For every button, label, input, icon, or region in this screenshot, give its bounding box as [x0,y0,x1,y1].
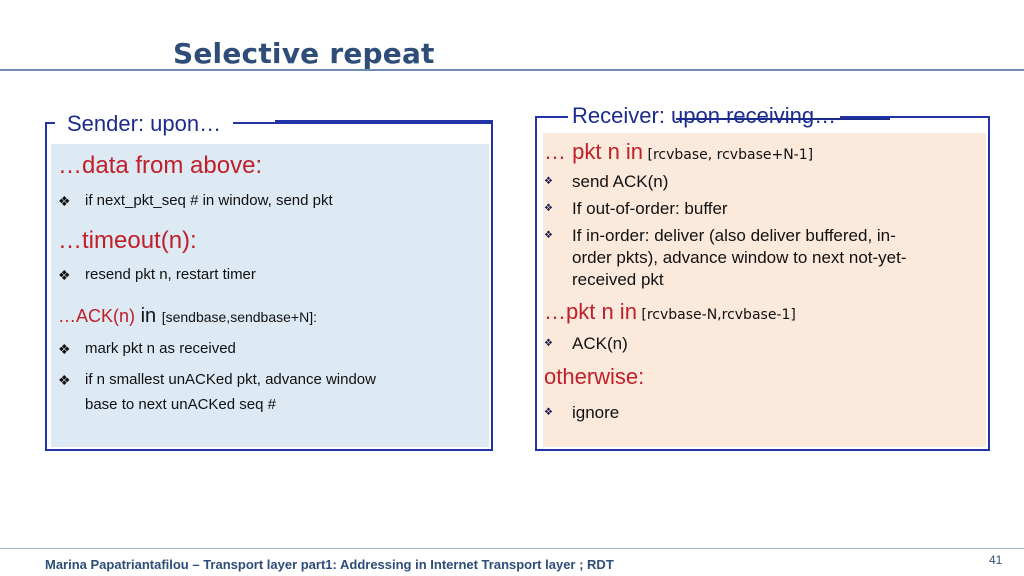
sender-panel [45,122,493,451]
bullet-icon: ❖ [544,338,553,349]
receiver-event-1-bullet-1: send ACK(n) [572,172,669,191]
sender-heading-rule [275,120,493,122]
receiver-event-2-bullet: ACK(n) [572,334,628,353]
bullet-icon: ❖ [544,203,553,214]
receiver-event-3-bullet: ignore [572,403,620,422]
bullet-icon: ❖ [544,230,553,241]
receiver-heading-strikethrough [676,118,890,120]
sender-event-ack: …ACK(n) in [sendbase,sendbase+N]: [58,304,317,329]
footer-text: Marina Papatriantafilou – Transport laye… [45,557,614,572]
receiver-event-3: otherwise: [544,364,645,389]
sender-data-bullet: if next_pkt_seq # in window, send pkt [85,192,333,209]
bullet-icon: ❖ [58,267,71,283]
receiver-event-2-range: [rcvbase-N,rcvbase-1] [641,307,796,323]
bullet-icon: ❖ [544,407,553,418]
receiver-event-1: … pkt n in [rcvbase, rcvbase+N-1] [544,138,813,169]
receiver-panel-fill [543,133,986,447]
receiver-event-1-bullet-2: If out-of-order: buffer [572,199,728,218]
sender-panel-fill [51,144,489,447]
receiver-event-1-bullet-3-line2: order pkts), advance window to next not-… [572,248,907,267]
slide-title: Selective repeat [173,37,435,70]
sender-timeout-bullet: resend pkt n, restart timer [85,266,256,283]
receiver-heading: Receiver: upon receiving… [568,102,841,130]
sender-ack-in: in [135,305,162,327]
bullet-icon: ❖ [544,176,553,187]
sender-ack-range: [sendbase,sendbase+N]: [161,309,317,325]
bullet-icon: ❖ [58,341,71,357]
footer-rule [0,548,1024,549]
receiver-event-2-label: …pkt n in [544,299,637,324]
sender-ack-bullet-2-line1: if n smallest unACKed pkt, advance windo… [85,371,376,388]
receiver-heading-struck: : upon receiving… [658,103,837,128]
title-underline [0,69,1024,71]
bullet-icon: ❖ [58,372,71,388]
page-number: 41 [989,553,1003,567]
sender-heading: Sender: upon… [55,110,234,138]
sender-ack-bullet-1: mark pkt n as received [85,340,236,357]
bullet-icon: ❖ [58,193,71,209]
receiver-event-1-range: [rcvbase, rcvbase+N-1] [647,147,814,163]
receiver-event-1-bullet-3-line1: If in-order: deliver (also deliver buffe… [572,226,896,245]
receiver-heading-label: Receiver [572,103,659,128]
receiver-event-1-bullet-3-line3: received pkt [572,270,664,289]
receiver-panel [535,116,990,451]
sender-event-timeout: …timeout(n): [58,227,197,254]
sender-ack-label: …ACK(n) [58,306,136,326]
sender-event-data: …data from above: [58,152,263,179]
receiver-event-1-label: … pkt n in [544,139,644,164]
sender-ack-bullet-2-line2: base to next unACKed seq # [85,396,276,413]
receiver-event-2: …pkt n in [rcvbase-N,rcvbase-1] [544,298,796,329]
